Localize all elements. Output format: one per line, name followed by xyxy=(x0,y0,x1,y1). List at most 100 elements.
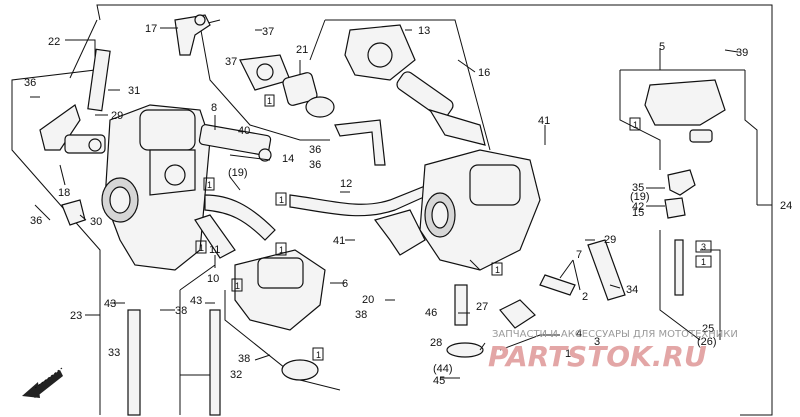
label-24: 24 xyxy=(780,200,792,212)
svg-text:1: 1 xyxy=(235,281,240,291)
svg-text:1: 1 xyxy=(495,265,500,275)
part-hose-34 xyxy=(587,239,626,301)
part-jet-2 xyxy=(539,274,576,296)
boxed-1-e: 1 xyxy=(275,242,287,256)
label-4: 4 xyxy=(576,328,582,340)
boxed-1-j: 3 xyxy=(695,240,712,253)
boxed-1-c: 1 xyxy=(275,192,287,206)
svg-text:1: 1 xyxy=(316,350,321,360)
label-30: 30 xyxy=(90,216,102,228)
part-number-labels: 17 37 37 21 13 16 22 31 36 29 8 40 14 36… xyxy=(24,23,792,387)
part-drain-tube-32 xyxy=(209,309,221,416)
part-valve-16 xyxy=(344,24,486,146)
label-38a: 38 xyxy=(175,305,187,317)
label-41a: 41 xyxy=(538,115,550,127)
label-23: 23 xyxy=(70,310,82,322)
label-40: 40 xyxy=(238,125,250,137)
part-air-tube-31 xyxy=(87,48,111,112)
label-44: (44) xyxy=(433,363,453,375)
label-36c: 36 xyxy=(309,159,321,171)
svg-text:1: 1 xyxy=(267,96,272,106)
label-21: 21 xyxy=(296,44,308,56)
part-throttle-cable-lever-17 xyxy=(174,14,211,56)
label-33: 33 xyxy=(108,347,120,359)
part-hose-19 xyxy=(204,194,276,241)
label-18: 18 xyxy=(58,187,70,199)
label-36d: 36 xyxy=(30,215,42,227)
label-35: 35 xyxy=(632,182,644,194)
label-42: 42 xyxy=(632,201,644,213)
label-31: 31 xyxy=(128,85,140,97)
label-28: 28 xyxy=(430,337,442,349)
label-22: 22 xyxy=(48,36,60,48)
boxed-reference-labels: 1 1 1 1 1 1 1 1 1 3 1 xyxy=(195,94,712,361)
label-6: 6 xyxy=(342,278,348,290)
leader-lines xyxy=(30,27,739,379)
svg-text:3: 3 xyxy=(701,242,706,252)
svg-text:1: 1 xyxy=(207,180,212,190)
label-19p: (19) xyxy=(630,191,650,203)
label-5: 5 xyxy=(659,41,665,53)
svg-text:1: 1 xyxy=(701,257,706,267)
part-float-bowl-6 xyxy=(234,249,326,381)
svg-text:1: 1 xyxy=(279,245,284,255)
label-29b: 29 xyxy=(604,234,616,246)
boxed-1-b: 1 xyxy=(203,177,215,191)
watermark: ЗАПЧАСТИ И АКСЕССУАРЫ ДЛЯ МОТОТЕХНИКИ PA… xyxy=(488,329,738,373)
label-25: 25 xyxy=(702,323,714,335)
label-20: 20 xyxy=(362,294,374,306)
label-43b: 43 xyxy=(190,295,202,307)
label-32: 32 xyxy=(230,369,242,381)
label-8: 8 xyxy=(211,102,217,114)
part-throttle-stop-14 xyxy=(198,124,272,162)
svg-text:1: 1 xyxy=(633,120,638,130)
boxed-1-k: 1 xyxy=(695,255,712,268)
label-38c: 38 xyxy=(238,353,250,365)
boxed-1-f: 1 xyxy=(231,278,243,292)
boxed-1-a: 1 xyxy=(264,94,275,107)
part-jet-27 xyxy=(454,284,536,329)
part-choke-linkage-18 xyxy=(39,104,106,154)
label-16: 16 xyxy=(478,67,490,79)
boxed-1-i: 1 xyxy=(491,262,503,276)
label-39: 39 xyxy=(736,47,748,59)
assembly-boundaries xyxy=(11,4,773,416)
boxed-1-g: 1 xyxy=(312,347,324,361)
part-linkage-36 xyxy=(334,119,386,166)
label-34: 34 xyxy=(626,284,638,296)
part-hose-10 xyxy=(194,214,236,259)
label-27: 27 xyxy=(476,301,488,313)
label-19: (19) xyxy=(228,167,248,179)
watermark-logo: PARTSTOK.RU xyxy=(488,340,707,373)
part-cable-12 xyxy=(289,179,445,217)
label-2: 2 xyxy=(582,291,588,303)
label-36a: 36 xyxy=(24,77,36,89)
svg-text:1: 1 xyxy=(199,243,204,253)
label-41b: 41 xyxy=(333,235,345,247)
label-43a: 43 xyxy=(104,298,116,310)
svg-text:1: 1 xyxy=(279,195,284,205)
label-15: 15 xyxy=(632,207,644,219)
label-45: 45 xyxy=(433,375,445,387)
label-17: 17 xyxy=(145,23,157,35)
label-7: 7 xyxy=(576,249,582,261)
watermark-caption: ЗАПЧАСТИ И АКСЕССУАРЫ ДЛЯ МОТОТЕХНИКИ xyxy=(492,329,738,340)
part-diaphragm-cover-21 xyxy=(239,54,335,118)
label-29a: 29 xyxy=(111,110,123,122)
part-throttle-linkage-15 xyxy=(664,169,696,219)
label-37a: 37 xyxy=(262,26,274,38)
boxed-1-d: 1 xyxy=(195,240,207,254)
arrow-icon xyxy=(22,367,63,398)
boxed-1-h: 1 xyxy=(629,117,641,131)
part-choke-plate-30 xyxy=(61,199,86,226)
label-37b: 37 xyxy=(225,56,237,68)
label-38b: 38 xyxy=(355,309,367,321)
label-12: 12 xyxy=(340,178,352,190)
label-13: 13 xyxy=(418,25,430,37)
label-46: 46 xyxy=(425,307,437,319)
part-carburetor-body-right xyxy=(419,149,541,271)
part-needle-25 xyxy=(674,239,684,296)
part-top-cover-5 xyxy=(644,79,726,143)
label-1: 1 xyxy=(565,348,571,360)
